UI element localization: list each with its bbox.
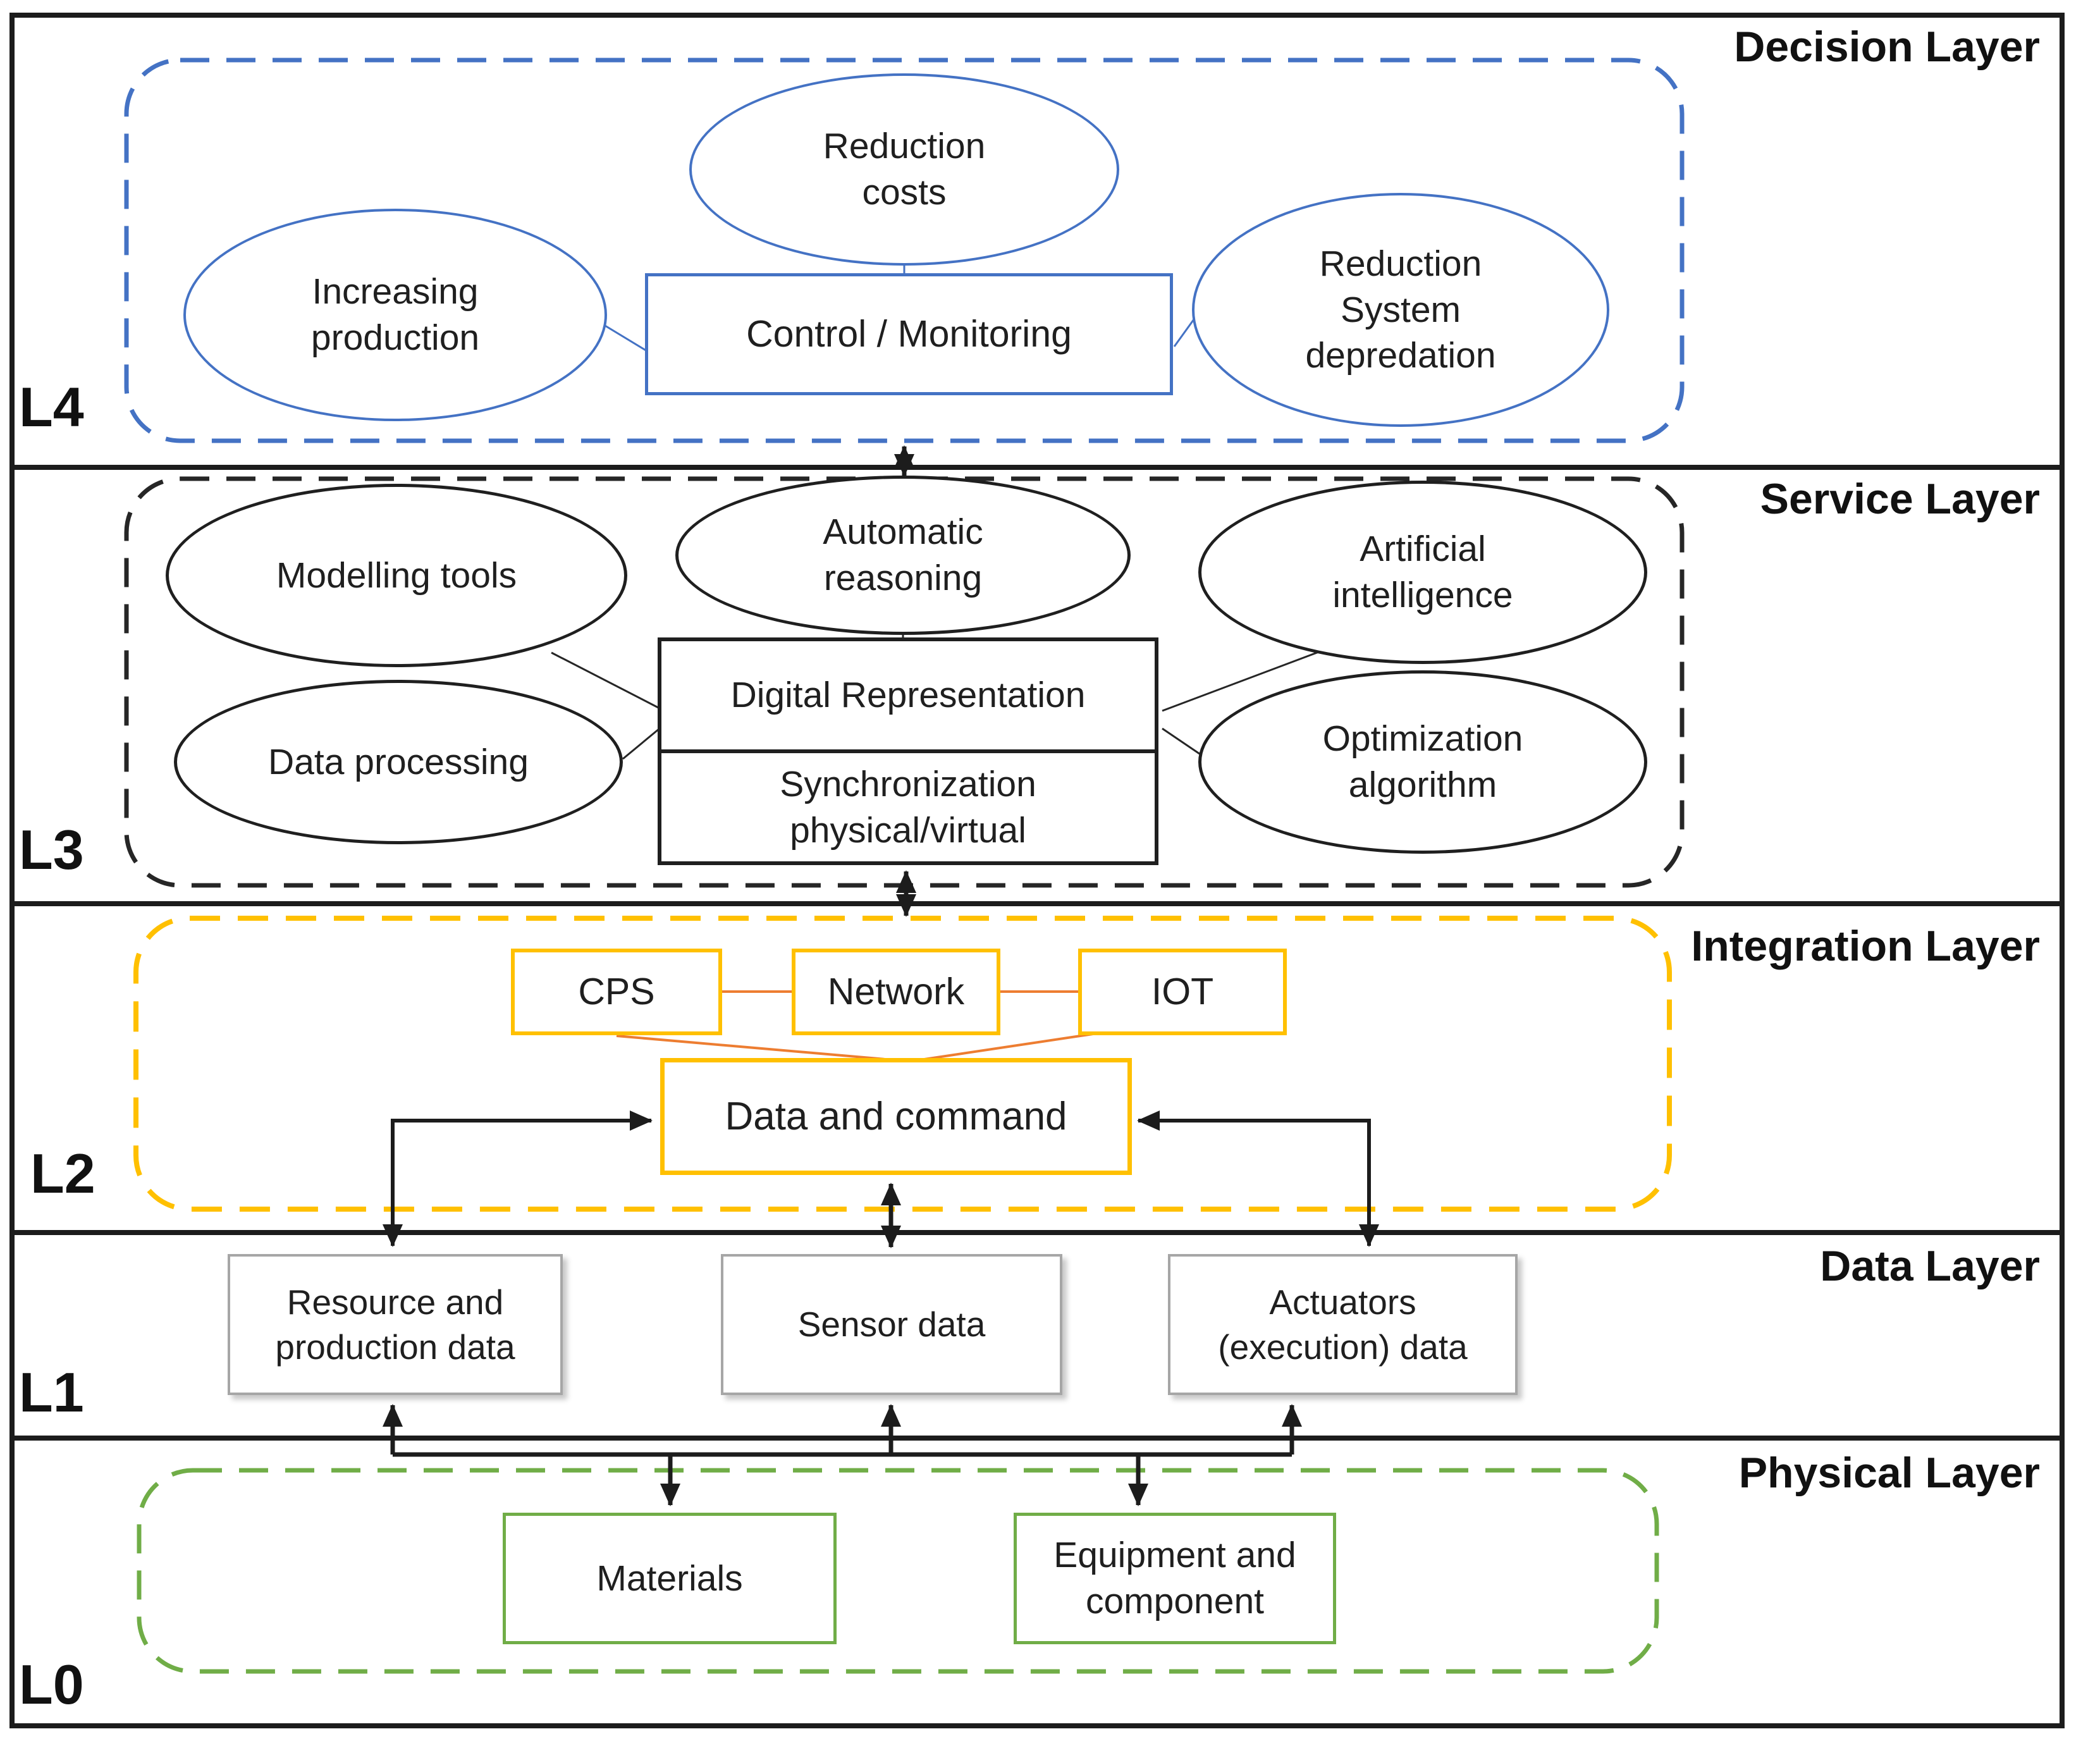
ellipse-artificial-intelligence: Artificial intelligence xyxy=(1198,481,1647,664)
box-sensor-data: Sensor data xyxy=(721,1254,1062,1395)
separator-service-integration xyxy=(9,901,2065,906)
ellipse-automatic-reasoning: Automatic reasoning xyxy=(675,476,1131,635)
box-iot: IOT xyxy=(1078,949,1287,1035)
connector-ai-to-representation xyxy=(1162,650,1321,712)
box-actuators-execution-data: Actuators (execution) data xyxy=(1168,1254,1518,1395)
connector-depredation-to-control xyxy=(1173,319,1195,347)
layer-title-service: Service Layer xyxy=(1760,475,2040,523)
box-network: Network xyxy=(792,949,1000,1035)
layer-label-l1: L1 xyxy=(19,1361,84,1424)
cell-synchronization-physical-virtual: Synchronization physical/virtual xyxy=(780,763,1036,851)
connector-iot-to-data-command xyxy=(919,1031,1102,1061)
box-cps: CPS xyxy=(511,949,722,1035)
ellipse-reduction-system-depredation: Reduction System depredation xyxy=(1192,193,1609,427)
ellipse-reduction-costs: Reduction costs xyxy=(689,73,1119,266)
ellipse-optimization-algorithm: Optimization algorithm xyxy=(1198,670,1647,854)
box-digital-representation-synchronization: Digital Representation Synchronization p… xyxy=(658,637,1158,865)
connector-modelling-to-representation xyxy=(551,651,660,710)
arrow-data-command-resource xyxy=(383,1110,653,1247)
layer-label-l4: L4 xyxy=(19,376,84,438)
layer-title-integration: Integration Layer xyxy=(1691,922,2040,970)
layer-title-decision: Decision Layer xyxy=(1734,23,2040,71)
layer-label-l2: L2 xyxy=(30,1142,95,1205)
cell-digital-representation: Digital Representation xyxy=(661,641,1155,753)
connector-optimization-to-representation xyxy=(1162,727,1200,755)
box-materials: Materials xyxy=(503,1513,837,1644)
arrow-data-command-actuators xyxy=(1137,1110,1379,1247)
separator-integration-data xyxy=(9,1230,2065,1235)
box-data-and-command: Data and command xyxy=(660,1058,1132,1175)
ellipse-increasing-production: Increasing production xyxy=(183,209,607,421)
layer-label-l0: L0 xyxy=(19,1653,84,1716)
connector-cps-to-data-command xyxy=(616,1035,893,1061)
layer-title-data: Data Layer xyxy=(1820,1242,2040,1290)
box-resource-production-data: Resource and production data xyxy=(228,1254,563,1395)
decision-group-dashed-border xyxy=(124,58,1685,443)
box-control-monitoring: Control / Monitoring xyxy=(645,273,1173,395)
connector-data-processing-to-representation xyxy=(622,727,660,760)
layer-label-l3: L3 xyxy=(19,818,84,881)
layer-title-physical: Physical Layer xyxy=(1738,1449,2040,1497)
physical-group-dashed-border xyxy=(137,1468,1659,1674)
connector-increasing-production-to-control xyxy=(601,323,648,352)
ellipse-data-processing: Data processing xyxy=(174,680,623,844)
diagram-outer-border xyxy=(9,13,2065,1728)
ellipse-modelling-tools: Modelling tools xyxy=(166,484,627,667)
integration-group-dashed-border xyxy=(133,916,1672,1212)
separator-decision-service xyxy=(9,465,2065,470)
box-equipment-and-component: Equipment and component xyxy=(1014,1513,1336,1644)
separator-data-physical xyxy=(9,1436,2065,1441)
